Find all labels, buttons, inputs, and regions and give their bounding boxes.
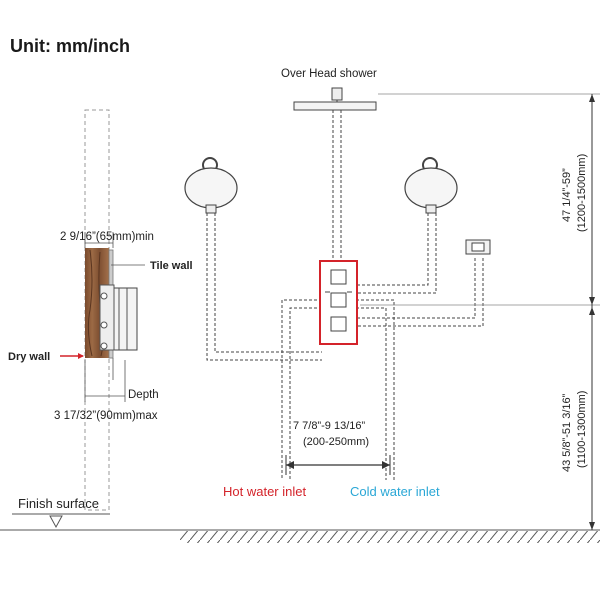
cold-water-inlet-label: Cold water inlet bbox=[350, 484, 440, 499]
finish-surface-label: Finish surface bbox=[18, 496, 99, 511]
hot-water-inlet-label: Hot water inlet bbox=[223, 484, 306, 499]
dry-wall-label: Dry wall bbox=[8, 351, 50, 363]
wall-section bbox=[84, 109, 138, 511]
depth-label: Depth bbox=[128, 389, 159, 401]
wall-max-dimension: 3 17/32”(90mm)max bbox=[54, 410, 158, 422]
finish-surface-marker bbox=[12, 513, 110, 529]
inlet-spacing-dimension bbox=[285, 455, 391, 475]
lower-height-inches: 43 5/8”-51 3/16” bbox=[561, 393, 573, 472]
inlet-spacing-inches: 7 7/8”-9 13/16” bbox=[293, 420, 365, 432]
valve-box bbox=[319, 260, 358, 345]
upper-height-inches: 47 1/4”-59” bbox=[561, 168, 573, 222]
wall-min-dimension: 2 9/16”(65mm)min bbox=[60, 231, 154, 243]
overhead-shower-label: Over Head shower bbox=[281, 68, 377, 80]
height-dimensions bbox=[360, 93, 600, 530]
overhead-shower bbox=[293, 87, 377, 111]
right-shower-head bbox=[404, 157, 458, 214]
inlet-spacing-mm: (200-250mm) bbox=[303, 436, 369, 448]
tile-wall-label: Tile wall bbox=[150, 260, 193, 272]
left-shower-head bbox=[184, 157, 238, 214]
pipe-network bbox=[206, 110, 484, 480]
dry-wall-arrow bbox=[60, 353, 84, 359]
lower-height-mm: (1100-1300mm) bbox=[576, 391, 588, 468]
upper-height-mm: (1200-1500mm) bbox=[576, 154, 588, 232]
page-title: Unit: mm/inch bbox=[10, 36, 130, 56]
wall-outlet-fitting bbox=[465, 239, 491, 255]
ground bbox=[0, 529, 600, 543]
